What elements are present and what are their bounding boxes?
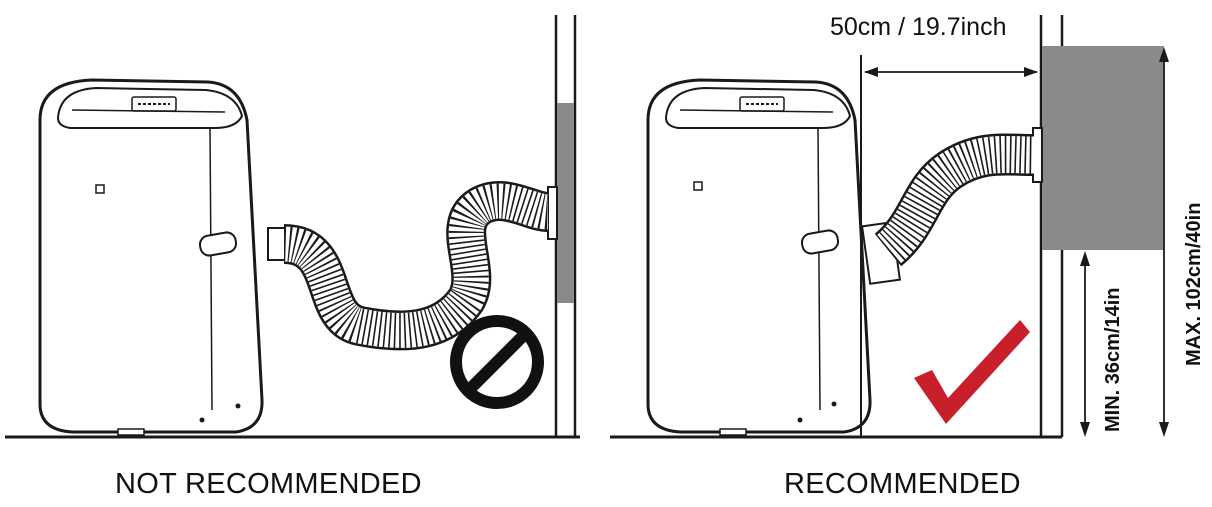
control-panel-left [131,96,177,112]
window-panel-right [1042,46,1062,250]
window-panel-left [557,103,574,303]
prohibited-icon [450,315,544,409]
control-panel-right [739,96,785,112]
wall-left [547,15,577,437]
caption-not-recommended: NOT RECOMMENDED [115,468,422,500]
handle-left [198,231,238,257]
handle-right [800,229,840,255]
min-height-label: MIN. 36cm/14in [1102,287,1124,432]
window-slider-right [1062,46,1164,250]
ac-unit-right [646,78,872,436]
right-panel: 50cm / 19.7inch MIN. 36cm/14in MAX. 102c… [610,13,1205,439]
caption-recommended: RECOMMENDED [784,468,1021,500]
horizontal-distance-label: 50cm / 19.7inch [830,13,1007,41]
max-height-label: MAX. 102cm/40in [1183,203,1205,366]
wall-right [1032,15,1164,437]
max-height-dimension: MAX. 102cm/40in [1159,47,1205,437]
window-adapter-left [547,186,558,240]
exhaust-hose-right [860,133,1035,285]
ac-unit-left [38,78,264,436]
left-panel [5,15,580,439]
exhaust-hose-left [267,181,551,351]
horizontal-dimension: 50cm / 19.7inch [830,13,1038,437]
min-height-dimension: MIN. 36cm/14in [1080,251,1124,437]
checkmark-icon [914,320,1030,424]
window-adapter-right [1032,127,1043,183]
